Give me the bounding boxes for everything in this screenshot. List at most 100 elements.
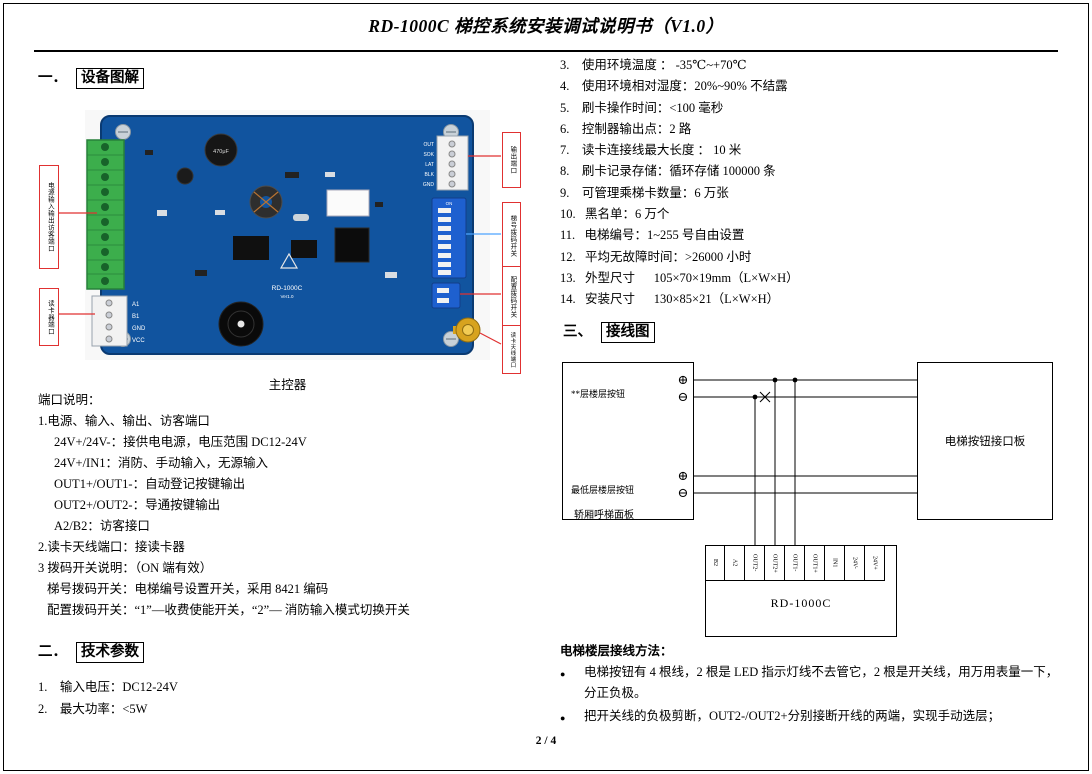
floor-button-label: **层楼层按钮 (571, 389, 626, 399)
port-desc-line: OUT1+/OUT1-：自动登记按键输出 (54, 477, 246, 491)
section1-number: 一． (38, 70, 67, 86)
pin-label: A1 (132, 302, 140, 308)
section2-number: 二． (38, 644, 67, 660)
terminal-cell: 24V+ (865, 545, 885, 581)
spec-item: 9. 可管理乘梯卡数量：6 万张 (560, 185, 729, 200)
power-terminal-block (86, 139, 125, 290)
callout-antenna-port: 读卡天线端口 (502, 325, 521, 374)
pin-label: SOK (423, 152, 434, 158)
spec-item: 3. 使用环境温度 ： -35℃~+70℃ (560, 58, 747, 72)
buzzer (218, 301, 264, 347)
chip (233, 236, 269, 260)
callout-power-io-port: 电源输入输出访客端口 (39, 165, 59, 269)
plus-terminal-icon: ⊕ (677, 372, 689, 387)
pin-label: GND (132, 326, 146, 332)
spec-item: 14. 安装尺寸 130×85×21（L×W×H） (560, 292, 780, 307)
button-interface-board-label: 电梯按钮接口板 (944, 436, 1026, 448)
pin-label: GND (423, 182, 435, 188)
dip-on-label: ON (446, 201, 453, 206)
minus-terminal-icon: ⊖ (677, 389, 689, 404)
output-connector (436, 135, 469, 191)
port-desc-line: 梯号拨码开关：电梯编号设置开关，采用 8421 编码 (47, 582, 329, 596)
port-description: 端口说明： 1.电源、输入、输出、访客端口 24V+/24V-：接供电电源，电压… (38, 390, 546, 621)
port-desc-line: A2/B2：访客接口 (54, 519, 150, 533)
pin-label: OUT (423, 142, 434, 148)
logo-triangle-icon (279, 252, 299, 269)
pin-label: VCC (132, 338, 145, 344)
terminal-cell: OUT1+ (805, 545, 825, 581)
port-desc-line: OUT2+/OUT2-：导通按键输出 (54, 498, 221, 512)
wiring-method-item: ● 电梯按钮有 4 根线，2 根是 LED 指示灯线不去管它，2 根是开关线，用… (560, 662, 1060, 704)
terminal-cell: B2 (705, 545, 725, 581)
figure-caption: 主控器 (268, 378, 307, 392)
call-panel-box: **层楼层按钮 ⊕ ⊖ 最低层楼层按钮 ⊕ ⊖ 轿厢呼梯面板 (562, 362, 694, 521)
wiring-method-item: ● 把开关线的负极剪断，OUT2-/OUT2+分别接断开线的两端，实现手动选层； (560, 706, 1060, 729)
section3-heading: 三、接线图 (563, 320, 655, 343)
title-divider (34, 50, 1058, 53)
port-desc-line: 1.电源、输入、输出、访客端口 (38, 414, 210, 428)
board-silkscreen: RD-1000C (272, 285, 303, 292)
bullet-icon: ● (560, 713, 566, 723)
page-number: 2 / 4 (535, 735, 557, 747)
spec-item: 7. 读卡连接线最大长度 ： 10 米 (560, 143, 742, 158)
spec-item: 5. 刷卡操作时间：<100 毫秒 (560, 100, 724, 115)
spec-list: 3. 使用环境温度 ： -35℃~+70℃ 4. 使用环境相对湿度：20%~90… (560, 55, 1060, 311)
spec-item: 12. 平均无故障时间：>26000 小时 (560, 249, 752, 264)
port-desc-line: 24V+/IN1：消防、手动输入，无源输入 (54, 456, 268, 470)
terminal-cell: 24V- (845, 545, 865, 581)
bullet-icon: ● (560, 669, 566, 679)
elevator-number-dip-switch: ON (431, 197, 467, 279)
terminal-cell: OUT2- (745, 545, 765, 581)
terminal-cell: IN1 (825, 545, 845, 581)
minus-terminal-icon: ⊖ (677, 485, 689, 500)
wiring-lines (694, 377, 917, 545)
inductor (249, 185, 283, 219)
spec-item: 10. 黑名单：6 万个 (560, 207, 670, 222)
plus-terminal-icon: ⊕ (677, 468, 689, 483)
port-desc-line: 3 拨码开关说明：（ON 端有效） (38, 561, 213, 575)
callout-output-port: 输出端口 (502, 132, 521, 188)
chip (291, 240, 317, 258)
wiring-method-list: ● 电梯按钮有 4 根线，2 根是 LED 指示灯线不去管它，2 根是开关线，用… (560, 662, 1060, 731)
tech-param-item: 1. 输入电压：DC12-24V (38, 680, 178, 694)
terminal-cell: OUT1- (785, 545, 805, 581)
section1-heading: 一．设备图解 (38, 66, 144, 89)
controller-name: RD-1000C (770, 596, 832, 610)
tech-param-item: 2. 最大功率：<5W (38, 702, 148, 716)
terminal-cell: A2 (725, 545, 745, 581)
spec-item: 6. 控制器输出点：2 路 (560, 121, 692, 136)
terminal-cell: OUT2+ (765, 545, 785, 581)
section3-number: 三、 (563, 324, 592, 340)
button-interface-board-box: 电梯按钮接口板 (917, 362, 1053, 520)
pin-label: LAT (425, 162, 434, 168)
spec-item: 13. 外型尺寸 105×70×19mm（L×W×H） (560, 270, 799, 285)
relay (326, 189, 370, 217)
section2-title: 技术参数 (76, 642, 144, 663)
page-title: RD-1000C 梯控系统安装调试说明书（V1.0） (368, 16, 724, 36)
pcb-photo: A1 B1 GND VCC 470μF (56, 110, 502, 360)
section3-title: 接线图 (601, 322, 655, 343)
callout-elevator-number-dip: 梯号拨码开关 (502, 202, 521, 270)
terminal-strip: B2 A2 OUT2- OUT2+ OUT1- OUT1+ IN1 24V- 2… (705, 545, 885, 581)
mcu-chip (334, 227, 370, 263)
pcb-figure: A1 B1 GND VCC 470μF (35, 110, 540, 374)
lowest-floor-button-label: 最低层楼层按钮 (571, 485, 635, 495)
wiring-diagram: **层楼层按钮 ⊕ ⊖ 最低层楼层按钮 ⊕ ⊖ 轿厢呼梯面板 电梯按钮接口板 B… (560, 356, 1057, 640)
pin-label: B1 (132, 314, 140, 320)
tech-params: 1. 输入电压：DC12-24V 2. 最大功率：<5W (38, 676, 546, 720)
spec-item: 8. 刷卡记录存储：循环存储 100000 条 (560, 164, 776, 179)
capacitor-label: 470μF (213, 149, 229, 155)
config-dip-switch (431, 282, 461, 309)
port-desc-line: 2.读卡天线端口：接读卡器 (38, 540, 185, 554)
port-desc-line: 配置拨码开关：“1”—收费使能开关，“2”— 消防输入模式切换开关 (47, 603, 410, 617)
spec-item: 4. 使用环境相对湿度：20%~90% 不结露 (560, 79, 788, 94)
reader-connector (91, 295, 128, 347)
board-version: Ver1.0 (280, 294, 294, 299)
capacitor (204, 133, 238, 167)
pin-label: BLK (425, 172, 435, 178)
antenna-connector (453, 317, 481, 343)
callout-reader-port: 读卡器端口 (39, 288, 59, 346)
wiring-method-title: 电梯楼层接线方法： (560, 644, 673, 658)
section2-heading: 二． 技术参数 (38, 640, 144, 663)
